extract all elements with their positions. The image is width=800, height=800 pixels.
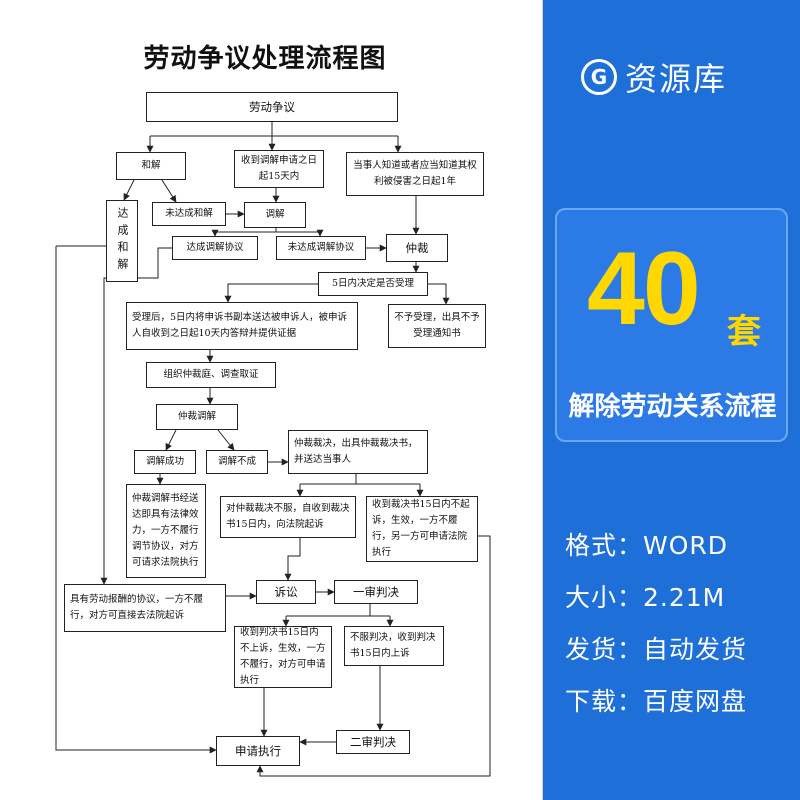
node-med-doc: 仲裁调解书经送达即具有法律效力，一方不履行调节协议，对方可请求法院执行 bbox=[126, 484, 206, 578]
node-second-instance: 二审判决 bbox=[336, 730, 410, 754]
node-settled: 达成和解 bbox=[106, 200, 138, 282]
connector-29 bbox=[286, 604, 390, 617]
node-not-accepted: 不予受理，出具不予受理通知书 bbox=[388, 304, 486, 348]
node-arb-mediation: 仲裁调解 bbox=[156, 404, 238, 430]
connector-36 bbox=[256, 535, 491, 777]
info-value: WORD bbox=[643, 531, 729, 560]
node-settle: 和解 bbox=[116, 152, 186, 180]
info-value: 自动发货 bbox=[643, 635, 748, 664]
info-label: 发货： bbox=[565, 635, 644, 664]
node-decide-accept: 5日内决定是否受理 bbox=[318, 272, 428, 296]
info-delivery: 发货：自动发货 bbox=[565, 630, 747, 666]
connector-15 bbox=[428, 283, 450, 305]
info-label: 格式： bbox=[565, 531, 644, 560]
brand-logo-letter: G bbox=[590, 65, 608, 89]
node-arb-award: 仲裁裁决，出具仲裁裁决书，并送达当事人 bbox=[288, 430, 428, 474]
brand-logo-icon: G bbox=[581, 59, 617, 95]
brand: G 资源库 bbox=[581, 54, 727, 100]
node-award-dissatisfied: 对仲裁裁决不服，自收到裁决书15日内，向法院起诉 bbox=[220, 496, 356, 538]
connector-23 bbox=[300, 474, 420, 485]
node-mediation-no-agree: 未达成调解协议 bbox=[276, 236, 366, 260]
connector-8 bbox=[215, 228, 320, 233]
node-first-instance: 一审判决 bbox=[334, 580, 418, 604]
node-arbitration: 仲裁 bbox=[386, 234, 448, 262]
node-award-effective: 收到裁决书15日内不起诉，生效，一方不履行，另一方可申请法院执行 bbox=[366, 496, 478, 562]
connector-26 bbox=[284, 538, 301, 581]
connector-16 bbox=[100, 247, 172, 585]
count-number: 40 bbox=[587, 231, 701, 347]
node-first-effective: 收到判决书15日内不上诉，生效，一方不履行，对方可申请执行 bbox=[234, 626, 332, 688]
info-label: 大小： bbox=[565, 583, 644, 612]
flowchart-connectors bbox=[55, 122, 491, 777]
connector-14 bbox=[224, 283, 318, 303]
connector-4 bbox=[123, 179, 135, 201]
node-arb-med-success: 调解成功 bbox=[134, 450, 196, 474]
node-accepted: 受理后，5日内将申诉书副本送达被申诉人，被申诉人自收到之日起10天内答辩并提供证… bbox=[126, 302, 358, 350]
node-tribunal: 组织仲裁庭、调查取证 bbox=[146, 362, 276, 388]
node-mediation-apply: 收到调解申请之日起15天内 bbox=[234, 150, 324, 188]
node-lawsuit: 诉讼 bbox=[256, 580, 316, 604]
node-mediation-agree: 达成调解协议 bbox=[172, 236, 258, 260]
connector-35 bbox=[55, 246, 217, 754]
node-not-settled: 未达成和解 bbox=[152, 202, 226, 226]
document-title: 劳动争议处理流程图 bbox=[143, 44, 387, 74]
promo-panel: G 资源库 40 套 解除劳动关系流程 格式：WORD 大小：2.21M 发货：… bbox=[543, 0, 800, 800]
info-format: 格式：WORD bbox=[565, 526, 728, 562]
count-caption: 解除劳动关系流程 bbox=[568, 392, 777, 422]
node-first-appeal: 不服判决，收到判决书15日内上诉 bbox=[344, 626, 444, 666]
info-size: 大小：2.21M bbox=[565, 578, 725, 614]
node-paid-agreement: 具有劳动报酬的协议，一方不履行，对方可直接去法院起诉 bbox=[64, 584, 226, 632]
info-label: 下载： bbox=[565, 687, 644, 716]
info-value: 百度网盘 bbox=[643, 687, 748, 716]
document-page: 劳动争议处理流程图 劳动争议 和解 达成和解 未达成和解 收到调解申请之日起15… bbox=[55, 0, 543, 800]
node-know-date: 当事人知道或者应当知道其权利被侵害之日起1年 bbox=[346, 152, 484, 196]
info-value: 2.21M bbox=[643, 583, 726, 612]
count-unit: 套 bbox=[727, 312, 761, 352]
node-arb-med-fail: 调解不成 bbox=[206, 450, 268, 474]
node-enforce: 申请执行 bbox=[216, 736, 300, 766]
connector-5 bbox=[161, 179, 177, 203]
brand-name: 资源库 bbox=[625, 60, 728, 98]
connector-20 bbox=[217, 429, 235, 451]
connector-19 bbox=[165, 429, 177, 451]
node-mediation: 调解 bbox=[244, 202, 306, 228]
count-card: 40 套 解除劳动关系流程 bbox=[555, 208, 788, 442]
node-labor-dispute: 劳动争议 bbox=[146, 92, 398, 122]
connector-0 bbox=[150, 122, 398, 137]
info-download: 下载：百度网盘 bbox=[565, 682, 747, 718]
